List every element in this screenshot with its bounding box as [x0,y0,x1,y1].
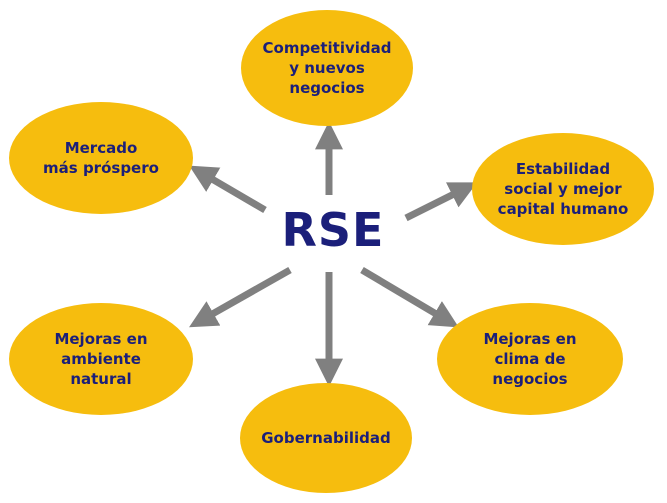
arrow-to-upper-right [404,182,478,222]
node-ambiente-label: Mejoras en ambiente natural [54,330,148,388]
arrow-to-lower-right [360,266,459,328]
node-gobernabilidad: Gobernabilidad [240,383,412,493]
node-competitividad-label: Competitividad y nuevos negocios [262,39,392,97]
arrow-to-upper-left [189,165,267,214]
node-ambiente: Mejoras en ambiente natural [9,303,193,415]
arrow-to-lower-left [189,266,292,328]
node-estabilidad-label: Estabilidad social y mejor capital human… [497,160,629,218]
node-clima: Mejoras en clima de negocios [437,303,623,415]
node-clima-label: Mejoras en clima de negocios [483,330,577,388]
node-estabilidad: Estabilidad social y mejor capital human… [472,133,654,245]
node-gobernabilidad-label: Gobernabilidad [261,429,391,447]
node-competitividad: Competitividad y nuevos negocios [241,10,413,126]
node-mercado-label: Mercado más próspero [43,139,159,177]
center-label: RSE [281,203,385,257]
node-mercado: Mercado más próspero [9,102,193,214]
